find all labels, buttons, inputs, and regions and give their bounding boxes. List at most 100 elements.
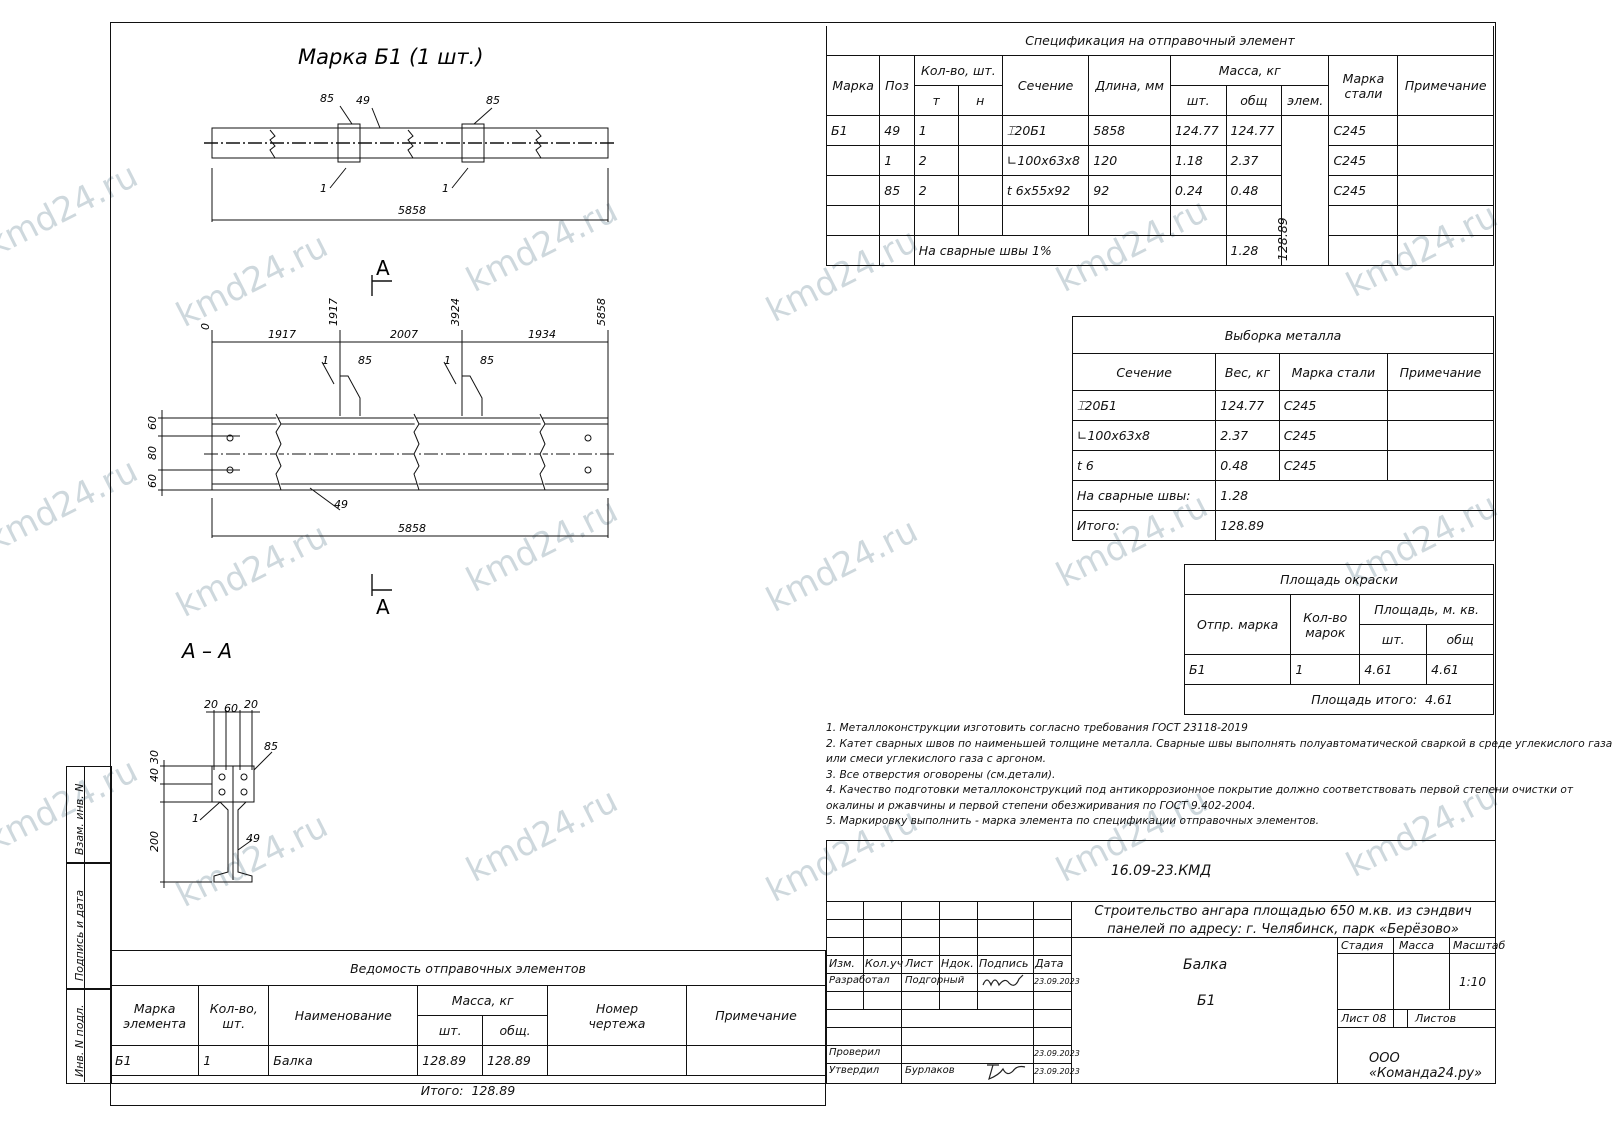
- metal-total-value: 128.89: [1215, 510, 1494, 541]
- section-title: А – А: [180, 639, 232, 663]
- spec-cell: [1397, 145, 1494, 176]
- table-row: Б1 1 4.61 4.61: [1183, 654, 1494, 685]
- spec-cell: 49: [879, 115, 915, 146]
- stamp-h-sign: Подпись: [979, 957, 1029, 970]
- vedomost-cell: 1: [198, 1045, 270, 1076]
- spec-h-obsh: общ: [1225, 85, 1283, 116]
- spec-h-elem: элем.: [1281, 85, 1330, 116]
- table-row: [825, 205, 1494, 236]
- note-line: 4. Качество подготовки металлоконструкци…: [826, 784, 1574, 796]
- plan-dim-2: 2007: [390, 328, 418, 341]
- metal-welds-value: 1.28: [1215, 480, 1494, 511]
- stamp-stage: Стадия: [1341, 939, 1384, 952]
- side-label-85b: 85: [480, 354, 494, 367]
- spec-h-mass: Масса, кг: [1169, 55, 1330, 86]
- metal-h-steel: Марка стали: [1278, 353, 1388, 391]
- note-line: или смеси углекислого газа с аргоном.: [826, 753, 1046, 765]
- top-label-85b: 85: [486, 94, 500, 107]
- paint-h-sht: шт.: [1359, 624, 1428, 655]
- metal-total-label: Итого:: [1071, 510, 1217, 541]
- top-dim-total: 5858: [398, 204, 426, 217]
- beam-side-view: [158, 361, 616, 538]
- spec-cell: [1397, 115, 1494, 146]
- top-label-85a: 85: [320, 92, 334, 105]
- table-row: Площадь итого: 4.61: [1184, 684, 1494, 715]
- stamp-scale-value: 1:10: [1459, 975, 1486, 989]
- metal-cell: ⌶20Б1: [1071, 390, 1217, 421]
- stamp-sheets: Листов: [1415, 1012, 1457, 1025]
- vedomost-h-num-1: Номер: [595, 1000, 639, 1016]
- metal-cell: t 6: [1071, 450, 1217, 481]
- vedomost-h-obsh: общ.: [482, 1015, 548, 1046]
- note-line: 3. Все отверстия оговорены (см.детали).: [826, 768, 1056, 781]
- stamp-h-kol: Кол.уч: [865, 957, 904, 970]
- title-block: 16.09-23.КМД Изм. Кол.уч Лист Ндок. Подп…: [826, 840, 1505, 1083]
- sec-label-1: 1: [192, 812, 199, 825]
- table-row: ⌶20Б1 124.77 С245: [1071, 390, 1495, 421]
- spec-cell: 85: [879, 175, 915, 206]
- vedomost-h-qty: Кол-во, шт.: [198, 985, 270, 1046]
- stamp-scale: Масштаб: [1453, 939, 1506, 952]
- spec-cell: 124.77: [1225, 115, 1283, 146]
- paint-h-qty: Кол-во марок: [1290, 594, 1361, 655]
- vedomost-h-note: Примечание: [686, 985, 826, 1046]
- spec-h-sht: шт.: [1169, 85, 1227, 116]
- paint-table: Площадь окраски Отпр. марка Кол-во марок…: [1183, 564, 1494, 715]
- stamp-h-date: Дата: [1035, 957, 1064, 970]
- notes: 1. Металлоконструкции изготовить согласн…: [826, 721, 1612, 830]
- note-line: 1. Металлоконструкции изготовить согласн…: [826, 722, 1248, 734]
- stamp-checked: Проверил: [829, 1047, 881, 1058]
- stamp-approved-date: 23.09.2023: [1034, 1067, 1080, 1076]
- stamp-code: 16.09-23.КМД: [1110, 863, 1212, 879]
- paint-total-value: 4.61: [1425, 692, 1453, 707]
- developer-signature-icon: [982, 974, 1024, 987]
- sec-label-49: 49: [246, 832, 260, 845]
- stamp-sheet: Лист 08: [1341, 1012, 1387, 1025]
- spec-h-length: Длина, мм: [1088, 55, 1171, 116]
- spec-cell: [957, 145, 1003, 176]
- spec-cell: 2.37: [1225, 145, 1283, 176]
- top-label-1a: 1: [320, 182, 327, 195]
- spec-cell: [957, 175, 1003, 206]
- stamp-approved: Утвердил: [829, 1065, 880, 1076]
- sec-dim-4: 40: [148, 768, 161, 782]
- metal-welds-label: На сварные швы:: [1071, 480, 1217, 511]
- beam-top-view: [204, 105, 616, 222]
- stamp-checked-date: 23.09.2023: [1034, 1049, 1080, 1058]
- spec-welds-value: 1.28: [1225, 235, 1283, 266]
- vedomost-h-mass: Масса, кг: [417, 985, 548, 1016]
- plan-dim-3: 1934: [528, 328, 556, 341]
- spec-h-note: Примечание: [1397, 55, 1494, 116]
- table-row: Б1 49 1 ⌶20Б1 5858 124.77 124.77 128.89 …: [825, 115, 1494, 266]
- paint-h-area: Площадь, м. кв.: [1359, 594, 1494, 625]
- metal-cell: ∟100х63х8: [1071, 420, 1217, 451]
- spec-cell: ∟100х63х8: [1001, 145, 1090, 176]
- left-dim-2: 80: [146, 446, 159, 460]
- stamp-developer: Подгорный: [905, 975, 965, 986]
- vedomost-h-qty-2: шт.: [222, 1015, 246, 1031]
- vedomost-total: Итого: 128.89: [110, 1075, 826, 1106]
- spec-cell: 92: [1088, 175, 1171, 206]
- spec-cell: 120: [1088, 145, 1171, 176]
- section-letter-bottom: А: [376, 595, 390, 619]
- table-row: t 6 0.48 С245: [1071, 450, 1495, 481]
- side-label-1a: 1: [322, 354, 329, 367]
- spec-h-n: н: [957, 85, 1003, 116]
- metal-cell: С245: [1278, 420, 1388, 451]
- section-view: [160, 710, 273, 888]
- mark-title: Марка Б1 (1 шт.): [298, 45, 484, 69]
- spec-cell: 2: [913, 175, 959, 206]
- spec-h-qty: Кол-во, шт.: [913, 55, 1003, 86]
- vedomost-h-qty-1: Кол-во,: [209, 1000, 258, 1016]
- side-dim-total: 5858: [398, 522, 426, 535]
- spec-h-steel: Марка стали: [1328, 55, 1399, 116]
- sec-dim-6: 200: [148, 831, 161, 852]
- note-line: окалины и ржавчины и первой степени обез…: [826, 799, 1256, 812]
- side-box-2: Подпись и дата: [66, 862, 112, 990]
- vedomost-h-name: Наименование: [268, 985, 419, 1046]
- plan-ord-2: 3924: [449, 298, 462, 326]
- vedomost-h-num-2: чертежа: [588, 1015, 646, 1031]
- metal-h-section: Сечение: [1071, 353, 1217, 391]
- vedomost-h-sht: шт.: [417, 1015, 484, 1046]
- spec-welds-label: На сварные швы 1%: [913, 235, 1227, 266]
